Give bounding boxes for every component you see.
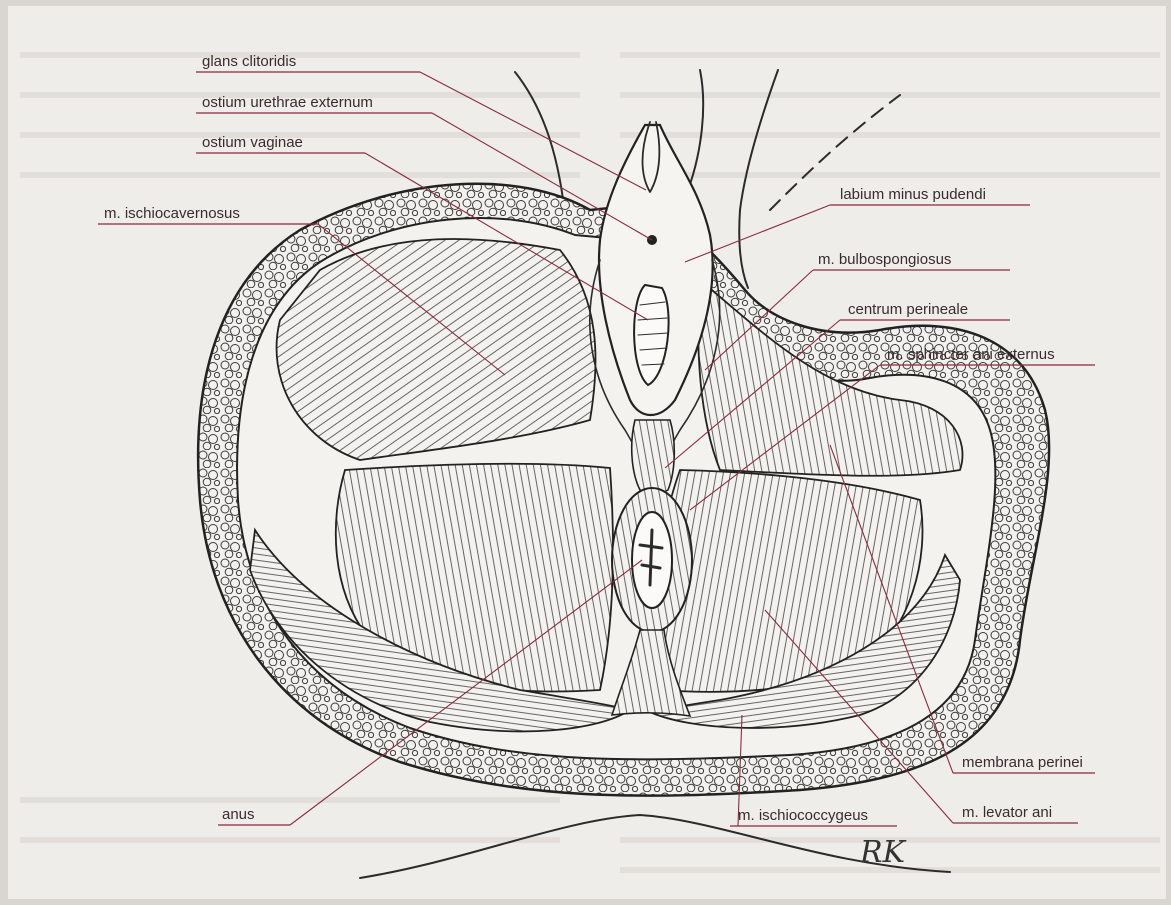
- label-m-bulbospongiosus: m. bulbospongiosus: [818, 251, 951, 268]
- left-upper-muscle: [277, 239, 596, 460]
- label-anus: anus: [222, 806, 255, 823]
- label-membrana-perinei: membrana perinei: [962, 754, 1083, 771]
- label-m-ischiococcygeus: m. ischiococcygeus: [738, 807, 868, 824]
- label-labium-minus-pudendi: labium minus pudendi: [840, 186, 986, 203]
- label-ostium-vaginae: ostium vaginae: [202, 134, 303, 151]
- artist-signature: RK: [859, 835, 907, 870]
- label-glans-clitoridis: glans clitoridis: [202, 53, 296, 70]
- perineal-body: [632, 420, 675, 494]
- label-centrum-perineale: centrum perineale: [848, 301, 968, 318]
- label-m-ischiocavernosus: m. ischiocavernosus: [104, 205, 240, 222]
- label-m-levator-ani: m. levator ani: [962, 804, 1052, 821]
- label-m-sphincter-ani-externus: m. sphincter ani externus: [887, 346, 1055, 363]
- label-ostium-urethrae-externum: ostium urethrae externum: [202, 94, 373, 111]
